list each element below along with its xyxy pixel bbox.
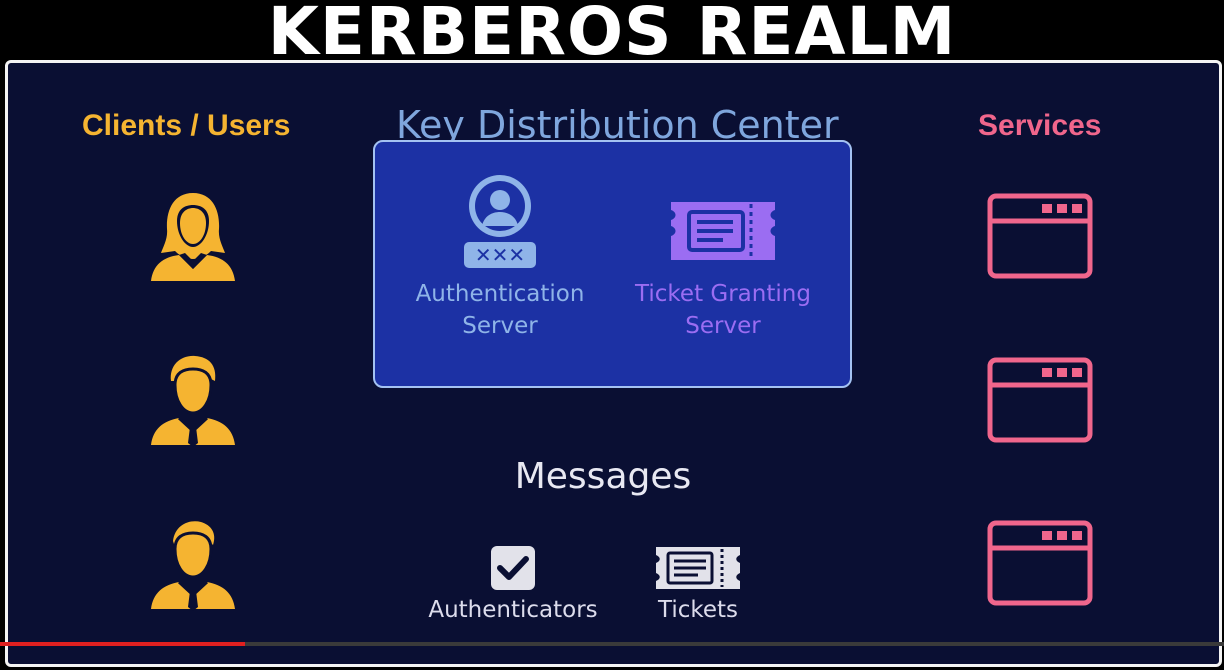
tgs-label-line2: Server	[685, 313, 761, 339]
video-progress-fill	[0, 642, 245, 646]
tickets-item: Tickets	[638, 545, 758, 623]
female-user-icon	[151, 193, 235, 281]
video-progress-bar[interactable]	[0, 642, 1224, 646]
services-heading: Services	[978, 109, 1102, 142]
kerberos-realm-panel: Clients / Users Key Distribution Center …	[5, 60, 1222, 667]
browser-window-icon	[987, 193, 1093, 279]
kdc-box: ✕✕✕ Authentication Server Ticket Grantin…	[373, 140, 852, 388]
checkbox-icon	[491, 546, 535, 590]
auth-server-label-line2: Server	[462, 313, 538, 339]
ticket-granting-server: Ticket Granting Server	[623, 172, 823, 342]
kdc-heading: Key Distribution Center	[396, 103, 839, 147]
tgs-label-line1: Ticket Granting	[635, 281, 811, 307]
authenticators-item: Authenticators	[423, 545, 603, 623]
page-title: KERBEROS REALM	[267, 0, 957, 60]
authenticators-label: Authenticators	[428, 597, 598, 623]
messages-heading: Messages	[514, 456, 692, 497]
clients-users-heading: Clients / Users	[82, 109, 291, 142]
svg-text:✕✕✕: ✕✕✕	[475, 243, 525, 267]
user-password-icon: ✕✕✕	[464, 175, 536, 268]
browser-window-icon	[987, 357, 1093, 443]
tickets-label: Tickets	[657, 597, 739, 623]
male-user-icon	[151, 355, 235, 447]
authentication-server: ✕✕✕ Authentication Server	[405, 172, 595, 342]
ticket-icon	[656, 547, 740, 589]
browser-window-icon	[987, 520, 1093, 606]
male-user-icon	[151, 521, 235, 611]
auth-server-label-line1: Authentication	[415, 281, 585, 307]
ticket-icon	[671, 202, 775, 260]
